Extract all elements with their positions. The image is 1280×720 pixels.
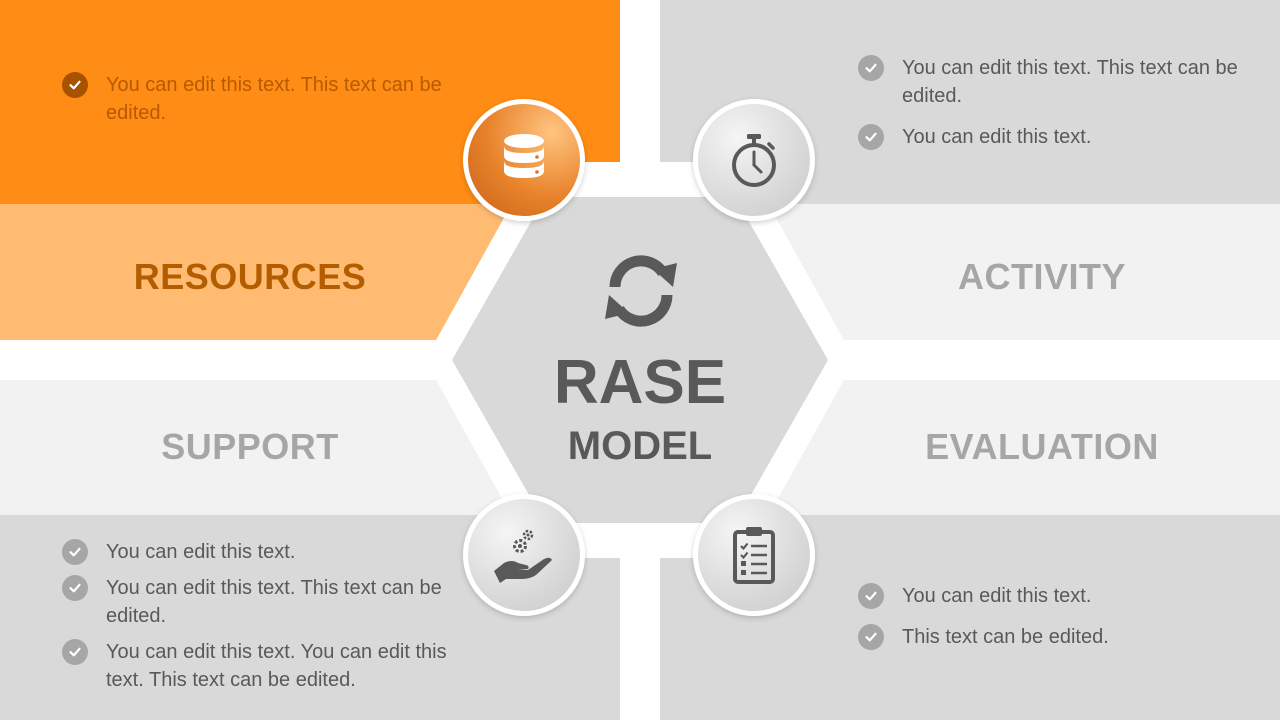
list-item: You can edit this text. You can edit thi…: [62, 638, 462, 694]
check-icon: [62, 72, 88, 98]
list-item: You can edit this text. This text can be…: [62, 71, 442, 127]
check-icon: [858, 624, 884, 650]
support-bullets: You can edit this text. You can edit thi…: [62, 538, 462, 702]
resources-icon-circle: [463, 99, 585, 221]
list-item: You can edit this text.: [858, 123, 1238, 151]
model-title: RASE: [553, 348, 727, 417]
activity-icon-circle: [693, 99, 815, 221]
evaluation-bullets: You can edit this text. This text can be…: [858, 582, 1238, 664]
list-item: You can edit this text. This text can be…: [62, 574, 462, 630]
bullet-text: You can edit this text.: [106, 541, 296, 563]
list-item: This text can be edited.: [858, 623, 1238, 651]
hand-gears-icon: [494, 529, 552, 583]
model-subtitle: MODEL: [567, 424, 713, 468]
bullet-text: You can edit this text. This text can be…: [106, 74, 442, 124]
clipboard-checklist-icon: [733, 527, 775, 584]
check-icon: [62, 539, 88, 565]
stopwatch-icon: [732, 134, 776, 187]
resources-label: RESOURCES: [133, 256, 367, 297]
database-icon: [504, 134, 544, 178]
support-icon-circle: [463, 494, 585, 616]
evaluation-label: EVALUATION: [925, 426, 1159, 467]
check-icon: [62, 639, 88, 665]
list-item: You can edit this text.: [858, 582, 1238, 610]
bullet-text: You can edit this text. This text can be…: [106, 577, 442, 627]
check-icon: [858, 55, 884, 81]
resources-bullets: You can edit this text. This text can be…: [62, 71, 442, 140]
support-label: SUPPORT: [161, 426, 339, 467]
center-hexagon: [452, 197, 828, 523]
bullet-text: You can edit this text.: [902, 585, 1092, 607]
check-icon: [858, 583, 884, 609]
activity-bullets: You can edit this text. This text can be…: [858, 54, 1238, 164]
bullet-text: You can edit this text.: [902, 126, 1092, 148]
check-icon: [62, 575, 88, 601]
list-item: You can edit this text. This text can be…: [858, 54, 1238, 110]
activity-label: ACTIVITY: [957, 256, 1126, 297]
bullet-text: You can edit this text. This text can be…: [902, 57, 1238, 107]
bullet-text: This text can be edited.: [902, 626, 1109, 648]
list-item: You can edit this text.: [62, 538, 462, 566]
evaluation-icon-circle: [693, 494, 815, 616]
refresh-cycle-icon: [605, 255, 677, 327]
bullet-text: You can edit this text. You can edit thi…: [106, 641, 447, 691]
check-icon: [858, 124, 884, 150]
